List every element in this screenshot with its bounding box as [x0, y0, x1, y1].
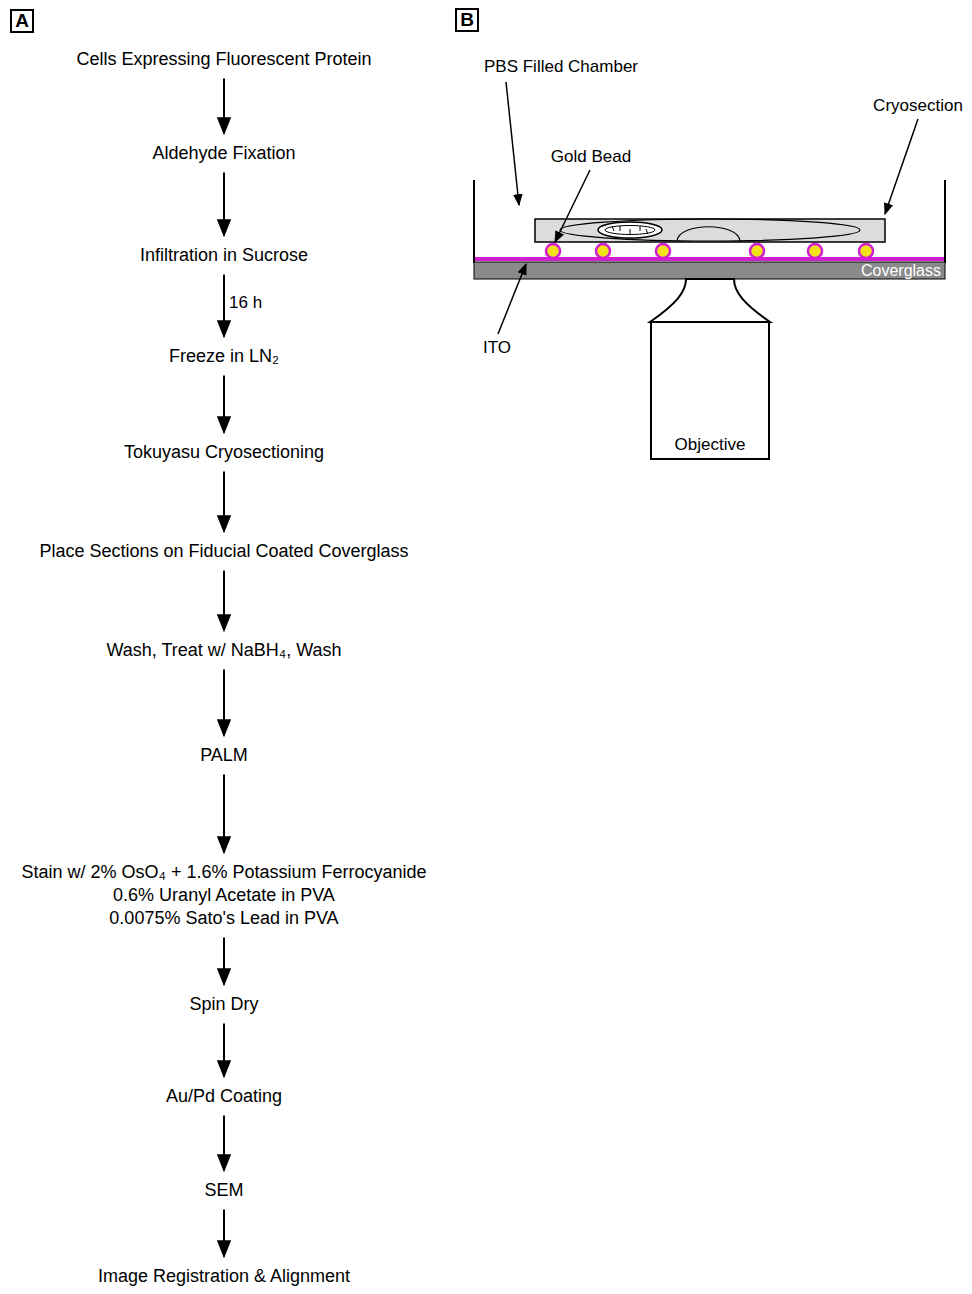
node-text: Au/Pd Coating — [166, 1085, 282, 1108]
node-text: Place Sections on Fiducial Coated Coverg… — [39, 540, 408, 563]
node-text: 0.0075% Sato's Lead in PVA — [21, 907, 426, 930]
step-text: PALM — [196, 742, 252, 769]
node-text: Stain w/ 2% OsO₄ + 1.6% Potassium Ferroc… — [21, 861, 426, 884]
node-text: Tokuyasu Cryosectioning — [124, 441, 324, 464]
coverglass-band — [474, 262, 945, 279]
step-text: Freeze in LN₂ — [165, 343, 283, 370]
step-text: Infiltration in Sucrose — [136, 242, 312, 269]
node-text: PALM — [200, 744, 248, 767]
mitochondrion-inner — [605, 226, 655, 235]
flow-arrow — [223, 938, 225, 985]
chamber-wall — [944, 180, 946, 263]
node-text: Aldehyde Fixation — [152, 142, 295, 165]
objective-box: Objective — [650, 321, 770, 460]
step-text: Place Sections on Fiducial Coated Coverg… — [35, 538, 412, 565]
step-text: Tokuyasu Cryosectioning — [120, 439, 328, 466]
step-text: SEM — [200, 1177, 247, 1204]
step-text: Cells Expressing Fluorescent Protein — [72, 46, 375, 73]
node-text: Spin Dry — [189, 993, 258, 1016]
flow-arrow — [223, 775, 225, 853]
cell-outline — [560, 219, 860, 241]
node-text: Coverglass — [474, 262, 941, 279]
step-text: Aldehyde Fixation — [148, 140, 299, 167]
flow-arrow — [223, 79, 225, 134]
chamber-wall — [473, 180, 475, 263]
coverglass-band: Coverglass — [474, 262, 945, 279]
node-text: 0.6% Uranyl Acetate in PVA — [21, 884, 426, 907]
panel-letter: A — [10, 9, 34, 33]
node-text: Objective — [675, 435, 746, 455]
step-text: Stain w/ 2% OsO₄ + 1.6% Potassium Ferroc… — [17, 859, 430, 932]
flow-arrow — [223, 472, 225, 532]
nucleus-outline — [677, 227, 740, 241]
step-text: Au/Pd Coating — [162, 1083, 286, 1110]
flow-arrow — [223, 1210, 225, 1257]
panel-letter: B — [455, 8, 479, 32]
part-label: Gold Bead — [551, 147, 631, 167]
cristae — [612, 226, 648, 234]
node-text: A — [12, 11, 32, 31]
part-label: Cryosection — [873, 96, 963, 116]
step-text: Image Registration & Alignment — [94, 1263, 354, 1290]
step-text: Wash, Treat w/ NaBH₄, Wash — [102, 637, 345, 664]
node-text: Infiltration in Sucrose — [140, 244, 308, 267]
node-text: Freeze in LN₂ — [169, 345, 279, 368]
step-text: Spin Dry — [185, 991, 262, 1018]
flow-arrow — [223, 275, 225, 337]
cryosection-slab — [535, 219, 885, 242]
flow-arrow — [223, 1116, 225, 1171]
node-text: Cells Expressing Fluorescent Protein — [76, 48, 371, 71]
node-text: Wash, Treat w/ NaBH₄, Wash — [106, 639, 341, 662]
part-label: ITO — [483, 338, 511, 358]
edge-label: 16 h — [227, 293, 264, 313]
flow-arrow — [223, 1024, 225, 1077]
ito-layer — [475, 257, 944, 261]
leader-lines — [498, 82, 918, 334]
flow-arrow — [223, 173, 225, 236]
part-label: PBS Filled Chamber — [484, 57, 638, 77]
flow-arrow — [223, 376, 225, 433]
gold-beads — [546, 244, 873, 258]
objective-neck — [650, 279, 770, 322]
flow-arrow — [223, 670, 225, 736]
flow-arrow — [223, 571, 225, 631]
node-text: SEM — [204, 1179, 243, 1202]
node-text: Image Registration & Alignment — [98, 1265, 350, 1288]
node-text: B — [457, 10, 477, 30]
mitochondrion — [598, 222, 662, 238]
